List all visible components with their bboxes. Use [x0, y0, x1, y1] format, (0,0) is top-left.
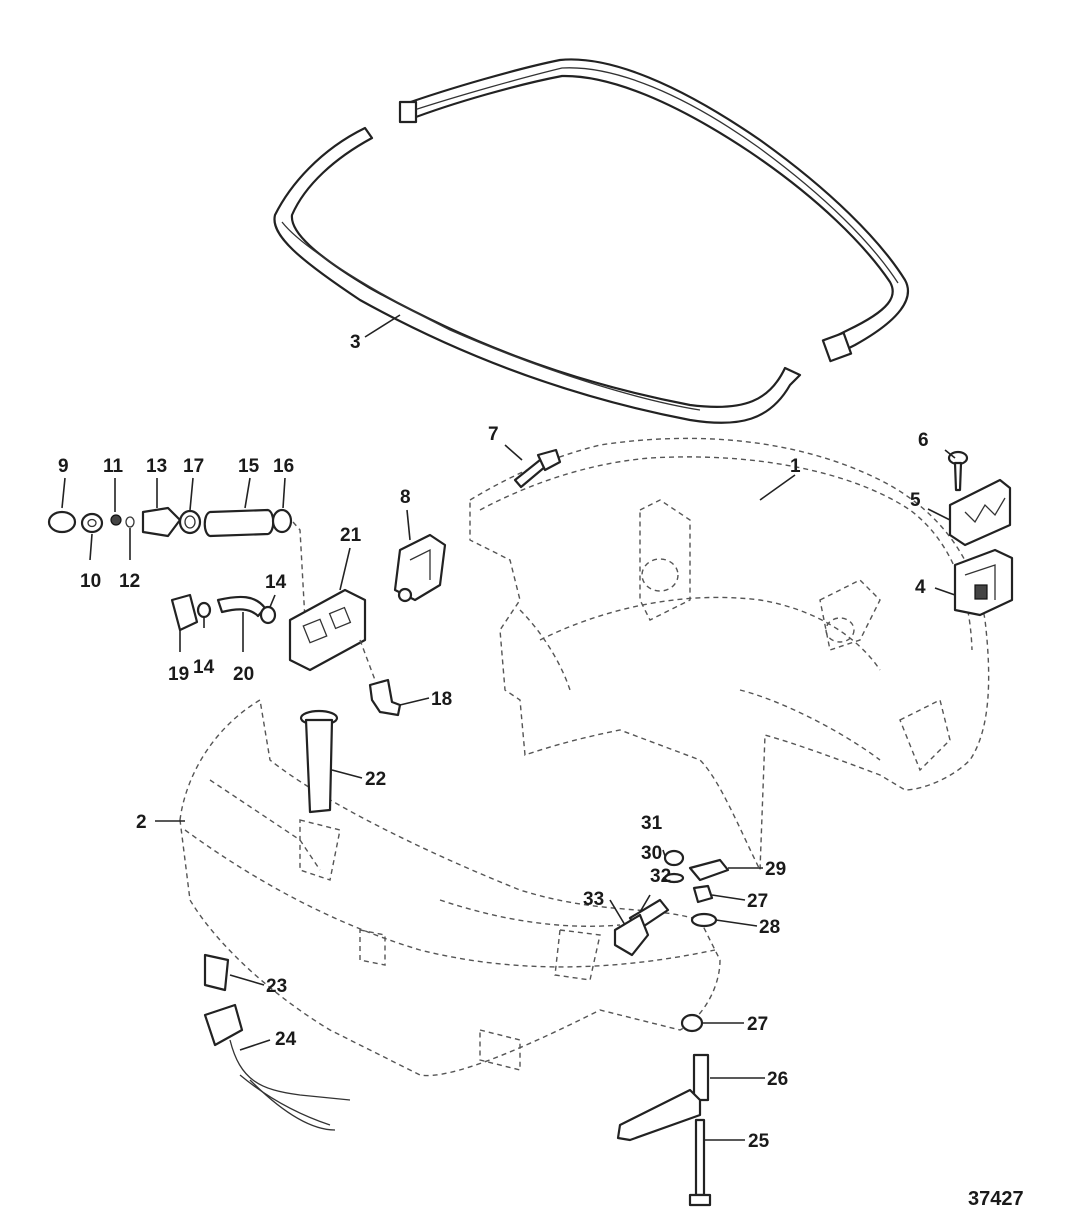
- fitting-assembly: [47, 506, 306, 621]
- callout-19: 19: [168, 664, 189, 685]
- callout-1: 1: [790, 456, 801, 477]
- figure-number: 37427: [968, 1188, 1024, 1210]
- callout-23: 23: [266, 976, 287, 997]
- elbow-fitting: [368, 678, 402, 717]
- callout-27-upper: 27: [747, 891, 768, 912]
- callout-14-lower: 14: [193, 657, 215, 678]
- latch-screw: [947, 450, 969, 492]
- latch-base: [953, 548, 1014, 617]
- callout-31: 31: [641, 813, 663, 834]
- sleeve: [299, 709, 339, 814]
- callout-10: 10: [80, 571, 101, 592]
- clip: [203, 953, 230, 992]
- callout-9: 9: [58, 456, 69, 477]
- callout-12: 12: [119, 571, 140, 592]
- seal-gasket: [273, 58, 910, 424]
- grommet-plate: [288, 588, 376, 681]
- callout-15: 15: [238, 456, 260, 477]
- front-cowl: [179, 698, 721, 1077]
- callout-11: 11: [103, 456, 124, 477]
- callout-22: 22: [365, 769, 386, 790]
- callout-13: 13: [146, 456, 167, 477]
- callout-labels: 3 1 2 4 5 6 7 8 9 10 11 12 13 17 15 16 1…: [58, 332, 929, 1152]
- callout-29: 29: [765, 859, 786, 880]
- callout-18: 18: [431, 689, 452, 710]
- callout-24: 24: [275, 1029, 297, 1050]
- hardware-set: [613, 849, 730, 1033]
- bolt: [513, 448, 562, 489]
- leader-lines: [61, 314, 956, 1141]
- pivot-plate: [616, 1053, 710, 1142]
- latch-cover: [948, 478, 1012, 547]
- callout-26: 26: [767, 1069, 788, 1090]
- callout-4: 4: [915, 577, 926, 598]
- callout-28: 28: [759, 917, 780, 938]
- callout-5: 5: [910, 490, 921, 511]
- callout-7: 7: [488, 424, 499, 445]
- callout-30: 30: [641, 843, 662, 864]
- callout-6: 6: [918, 430, 929, 451]
- callout-32: 32: [650, 866, 671, 887]
- bracket: [393, 533, 447, 603]
- callout-2: 2: [136, 812, 147, 833]
- callout-16: 16: [273, 456, 294, 477]
- callout-21: 21: [340, 525, 362, 546]
- callout-25: 25: [748, 1131, 770, 1152]
- hose-assembly: [170, 593, 277, 632]
- pivot-bolt: [688, 1118, 712, 1207]
- rear-cowl: [469, 437, 990, 871]
- callout-8: 8: [400, 487, 411, 508]
- callout-20: 20: [233, 664, 254, 685]
- callout-14-upper: 14: [265, 572, 287, 593]
- callout-33: 33: [583, 889, 604, 910]
- callout-27-lower: 27: [747, 1014, 768, 1035]
- switch-harness: [203, 1003, 351, 1131]
- callout-17: 17: [183, 456, 204, 477]
- callout-3: 3: [350, 332, 361, 353]
